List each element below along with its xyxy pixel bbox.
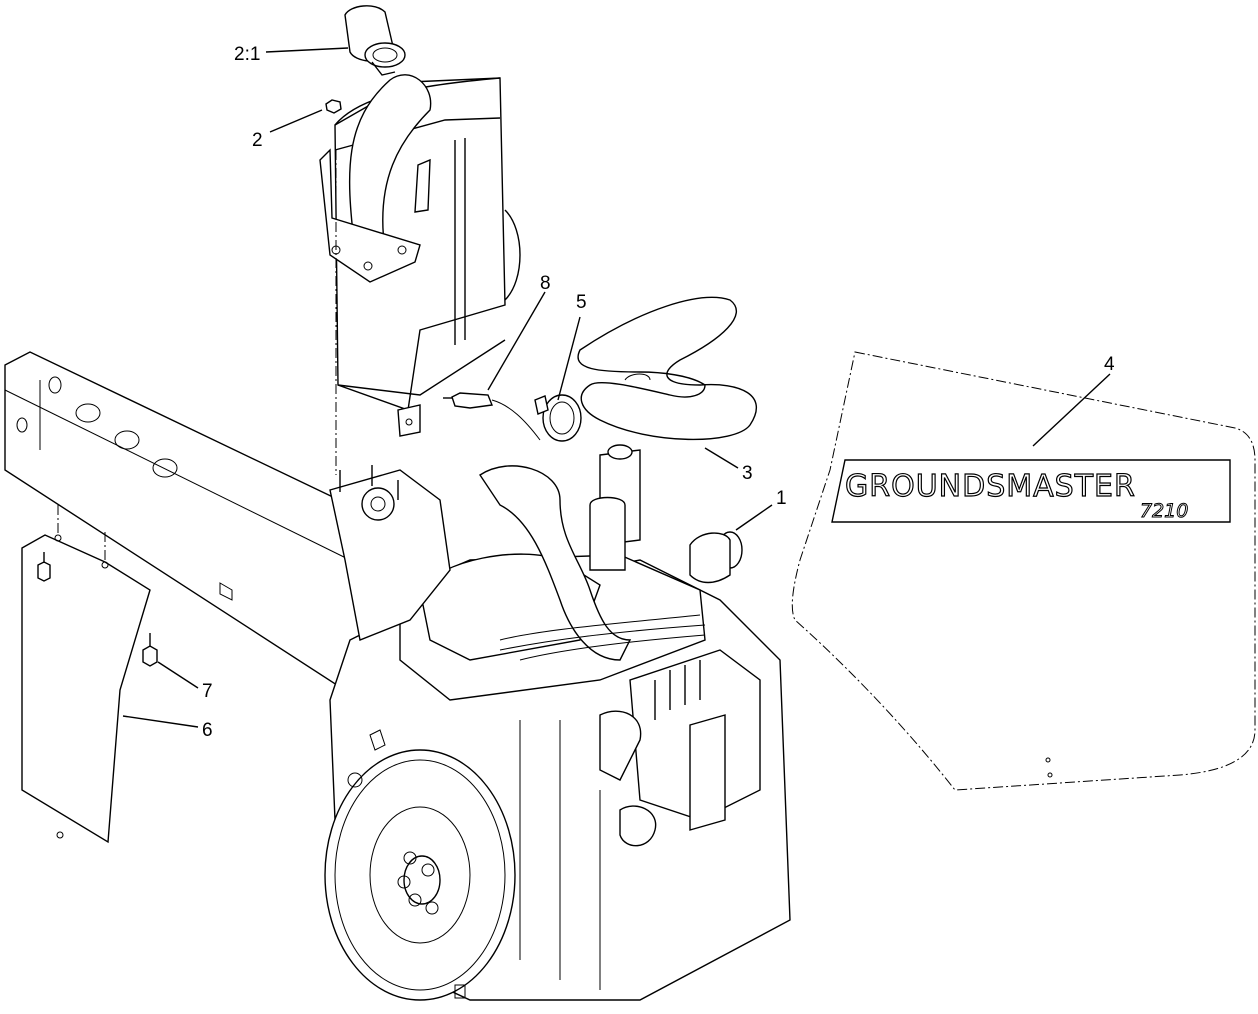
intake-hose [577,296,757,441]
decal-brand-text: GROUNDSMASTER [845,469,1136,504]
callout-1: 1 [776,488,787,509]
bolt-left [37,552,51,582]
heat-shield [21,505,151,844]
callout-4: 4 [1104,354,1115,375]
leader-lines [122,47,1111,728]
engine [324,444,791,1001]
bolt-7 [142,633,158,667]
callout-2: 2 [252,130,263,151]
pipe-clamp-2-1 [344,5,406,76]
hose-clamp-5 [534,394,582,442]
callout-7: 7 [202,681,213,702]
callout-8: 8 [540,273,551,294]
decal-model-text: 7210 [1140,500,1188,522]
callouts: 2:1 2 8 5 4 3 1 7 6 [202,44,1115,741]
callout-6: 6 [202,720,213,741]
sensor-8 [443,392,541,441]
decal-panel: GROUNDSMASTER 7210 [791,351,1256,791]
muffler [319,74,521,437]
frame-crossmember [4,351,361,702]
callout-2-1: 2:1 [234,44,260,65]
nut-2 [325,99,342,114]
decal-banner [831,459,1231,523]
callout-5: 5 [576,292,587,313]
callout-3: 3 [742,463,753,484]
